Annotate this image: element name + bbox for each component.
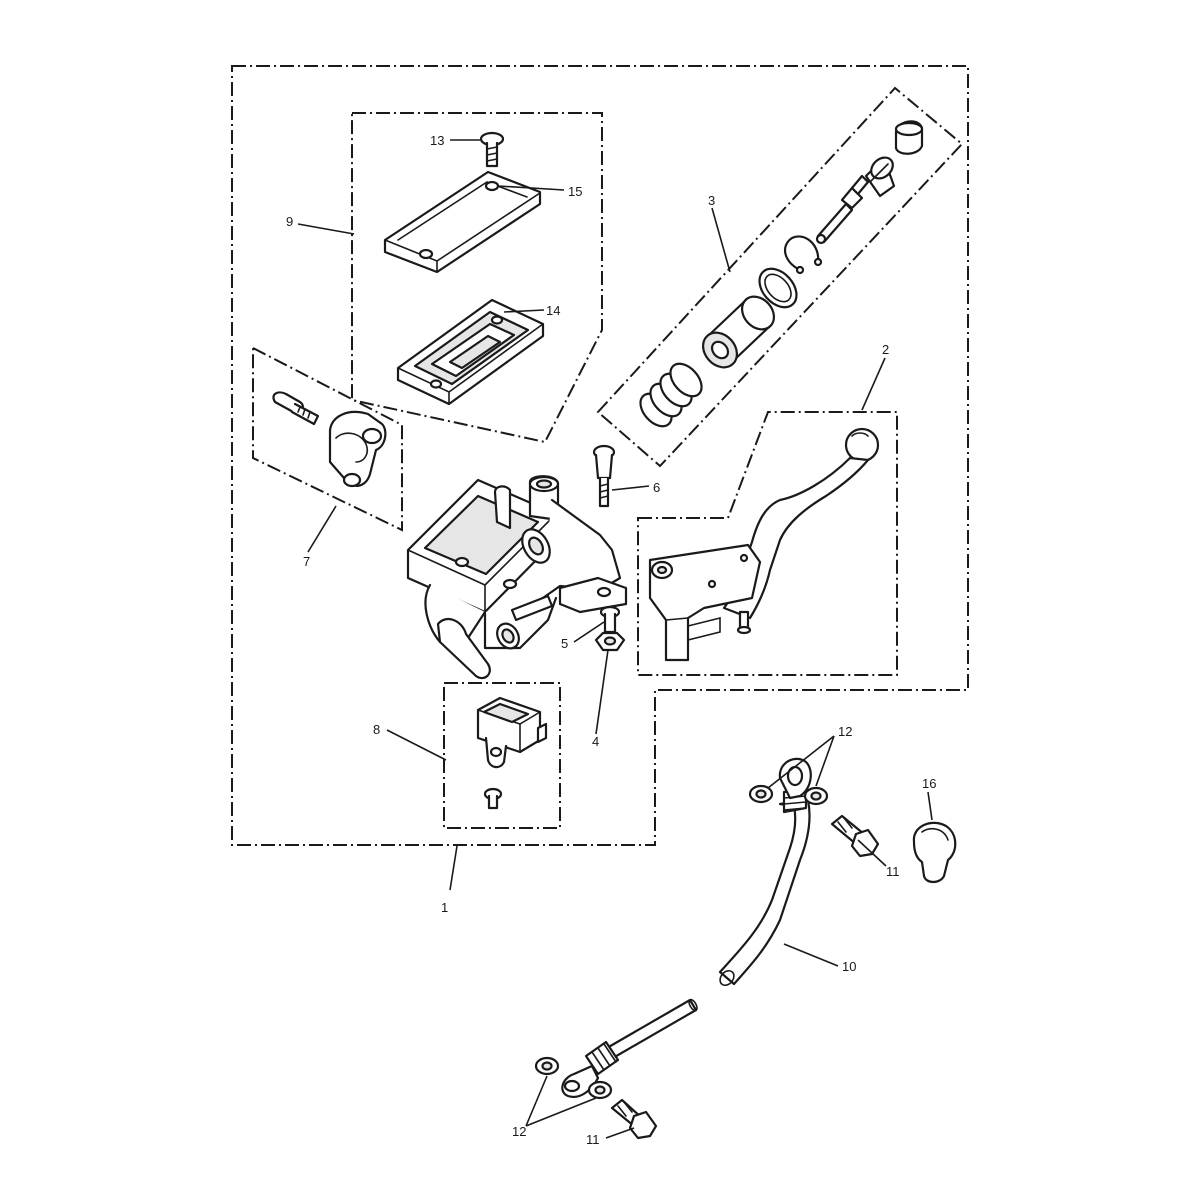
- brake-hose-10: [561, 757, 812, 1098]
- callout-5: 5: [561, 636, 568, 651]
- callout-12-lower: 12: [512, 1124, 526, 1139]
- callout-15: 15: [568, 184, 582, 199]
- cap-screw-13: [479, 131, 505, 168]
- seal-ring: [758, 267, 798, 309]
- washer-12-lower-left: [534, 1056, 560, 1076]
- clamp-7: [272, 391, 387, 488]
- callout-12-upper: 12: [838, 724, 852, 739]
- leader-lines: [297, 139, 933, 1139]
- brake-lever-2: [648, 427, 880, 662]
- pivot-bolt-6: [592, 444, 616, 508]
- callout-8: 8: [373, 722, 380, 737]
- callout-7: 7: [303, 554, 310, 569]
- washer-12-upper-left: [748, 784, 774, 804]
- callout-10: 10: [842, 959, 856, 974]
- callout-9: 9: [286, 214, 293, 229]
- callout-1: 1: [441, 900, 448, 915]
- kit-9-boundary: [351, 112, 603, 444]
- push-rod: [815, 174, 870, 245]
- kit-7-boundary: [252, 346, 403, 532]
- washer-12-lower-right: [587, 1080, 613, 1100]
- callout-11-upper: 11: [886, 864, 900, 879]
- kit-3-boundary: [596, 86, 964, 468]
- callout-2: 2: [882, 342, 889, 357]
- hose-upper-banjo: [778, 757, 812, 800]
- callout-14: 14: [546, 303, 560, 318]
- nut-4: [594, 631, 626, 652]
- master-cylinder-body: [406, 475, 628, 680]
- callout-6: 6: [653, 480, 660, 495]
- callout-16: 16: [922, 776, 936, 791]
- callout-4: 4: [592, 734, 599, 749]
- piston-kit-3: [639, 120, 924, 428]
- circlip: [783, 235, 820, 272]
- callout-3: 3: [708, 193, 715, 208]
- kit-8-boundary: [443, 682, 561, 829]
- kit-2-boundary: [637, 411, 898, 676]
- screw-5: [599, 605, 621, 634]
- banjo-bolt-11-upper: [830, 814, 880, 858]
- callout-11-lower: 11: [586, 1132, 600, 1147]
- callout-13: 13: [430, 133, 444, 148]
- boot-cap: [894, 120, 924, 155]
- washer-12-upper-right: [803, 786, 829, 806]
- brake-switch-8: [476, 696, 548, 810]
- spring: [639, 362, 703, 428]
- banjo-bolt-11-lower: [610, 1098, 658, 1140]
- piston: [701, 295, 776, 369]
- dust-boot: [864, 156, 896, 198]
- hose-cap-16: [912, 821, 957, 884]
- callout-labels: 1 2 3 4 5 6 7 8 9 10 11 11 12 12 13 14 1…: [286, 133, 936, 1147]
- diaphragm-14: [396, 298, 545, 406]
- assembly-1-boundary: [231, 65, 969, 846]
